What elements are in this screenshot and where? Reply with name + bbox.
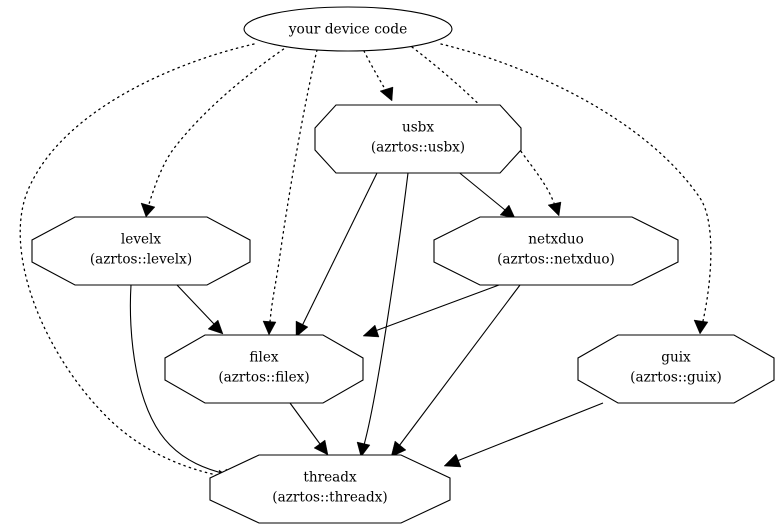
levelx-label-name: levelx [121, 232, 161, 248]
node-threadx[interactable]: threadx (azrtos::threadx) [209, 454, 451, 524]
your-device-code-label: your device code [288, 22, 407, 38]
edge-usbx-netxduo [455, 169, 516, 219]
node-guix[interactable]: guix (azrtos::guix) [577, 334, 775, 404]
your-device-code-shape[interactable] [243, 6, 453, 52]
guix-shape[interactable] [577, 334, 775, 404]
edge-filex-threadx [289, 402, 329, 456]
node-filex[interactable]: filex (azrtos::filex) [164, 334, 364, 404]
edge-netxduo-threadx [390, 284, 521, 458]
levelx-shape[interactable] [31, 216, 251, 286]
edge-usbx-filex [295, 172, 378, 338]
netxduo-label-namespace: (azrtos::netxduo) [497, 252, 615, 268]
filex-label-name: filex [249, 350, 278, 366]
node-usbx[interactable]: usbx (azrtos::usbx) [314, 104, 522, 174]
filex-shape[interactable] [164, 334, 364, 404]
edge-device-levelx [140, 45, 289, 218]
threadx-label-namespace: (azrtos::threadx) [272, 490, 387, 506]
usbx-label-name: usbx [402, 120, 434, 136]
edge-device-usbx [363, 50, 394, 102]
netxduo-label-name: netxduo [528, 232, 584, 248]
edge-device-filex [262, 49, 318, 336]
levelx-label-namespace: (azrtos::levelx) [90, 252, 192, 268]
node-your-device-code[interactable]: your device code [243, 6, 453, 52]
threadx-label-name: threadx [303, 470, 357, 486]
guix-label-namespace: (azrtos::guix) [630, 370, 722, 386]
usbx-shape[interactable] [314, 104, 522, 174]
edge-usbx-threadx [356, 172, 409, 458]
edge-device-netxduo [411, 46, 562, 217]
guix-label-name: guix [661, 350, 691, 366]
edge-levelx-filex [176, 284, 224, 335]
node-netxduo[interactable]: netxduo (azrtos::netxduo) [433, 216, 679, 286]
edge-guix-threadx [443, 402, 604, 468]
edge-netxduo-filex [362, 284, 500, 338]
node-levelx[interactable]: levelx (azrtos::levelx) [31, 216, 251, 286]
filex-label-namespace: (azrtos::filex) [218, 370, 309, 386]
threadx-shape[interactable] [209, 454, 451, 524]
usbx-label-namespace: (azrtos::usbx) [371, 140, 465, 156]
netxduo-shape[interactable] [433, 216, 679, 286]
edge-device-guix [440, 43, 712, 335]
edge-layer [19, 43, 712, 484]
